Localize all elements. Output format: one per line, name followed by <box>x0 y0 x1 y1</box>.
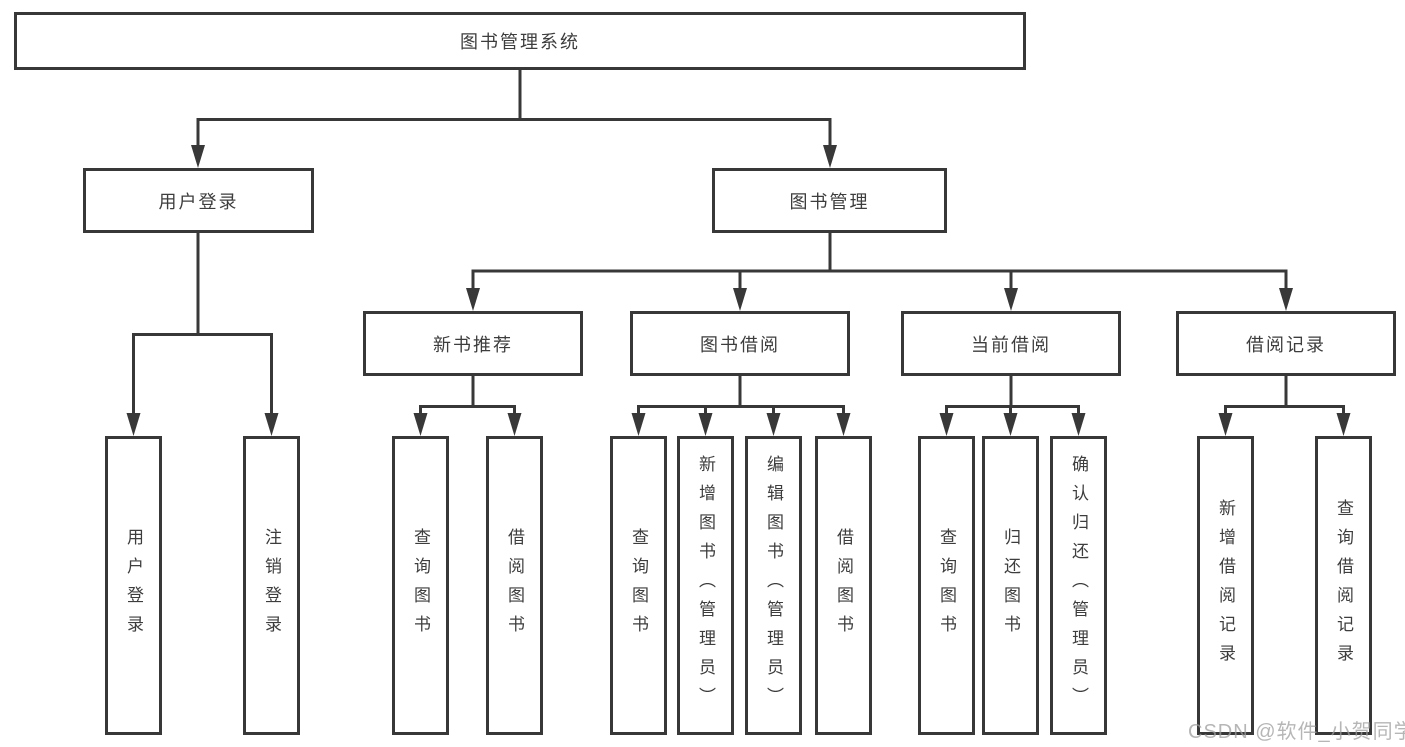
node-label: 借阅图书 <box>834 527 853 644</box>
leaf-return-books: 归还图书 <box>982 436 1039 735</box>
connector-recommend-to-leaves <box>413 376 522 436</box>
leaf-query-books-recommend: 查询图书 <box>392 436 449 735</box>
node-label: 借阅图书 <box>505 527 524 644</box>
node-label: 查询图书 <box>411 527 430 644</box>
node-new-book-recommendation: 新书推荐 <box>363 311 583 376</box>
leaf-query-books-current: 查询图书 <box>918 436 975 735</box>
node-label: 查询图书 <box>937 527 956 644</box>
leaf-query-borrow-record: 查询借阅记录 <box>1315 436 1372 735</box>
leaf-logout: 注销登录 <box>243 436 300 735</box>
leaf-add-books-admin: 新增图书（管理员） <box>677 436 734 735</box>
node-label: 注销登录 <box>262 527 281 644</box>
node-label: 图书管理系统 <box>460 32 580 52</box>
node-label: 借阅记录 <box>1246 334 1326 355</box>
leaf-borrow-books-recommend: 借阅图书 <box>486 436 543 735</box>
node-label: 编辑图书（管理员） <box>764 455 783 716</box>
leaf-user-login: 用户登录 <box>105 436 162 735</box>
leaf-query-books-borrowing: 查询图书 <box>610 436 667 735</box>
node-label: 用户登录 <box>158 191 239 212</box>
node-current-borrowing: 当前借阅 <box>901 311 1121 376</box>
connector-root-to-level2 <box>191 70 837 168</box>
node-label: 查询借阅记录 <box>1334 498 1353 673</box>
node-book-management: 图书管理 <box>712 168 947 233</box>
connector-login-to-leaves <box>126 233 279 436</box>
node-borrowing-records: 借阅记录 <box>1176 311 1396 376</box>
watermark: CSDN @软件_小贺同学 <box>1188 721 1405 743</box>
leaf-borrow-books: 借阅图书 <box>815 436 872 735</box>
connector-records-to-leaves <box>1218 376 1351 436</box>
leaf-confirm-return-admin: 确认归还（管理员） <box>1050 436 1107 735</box>
connector-current-to-leaves <box>939 376 1086 436</box>
node-user-login: 用户登录 <box>83 168 314 233</box>
node-label: 归还图书 <box>1001 527 1020 644</box>
node-label: 查询图书 <box>629 527 648 644</box>
node-library-management-system: 图书管理系统 <box>14 12 1026 70</box>
connector-management-to-level3 <box>466 233 1293 311</box>
node-label: 图书借阅 <box>700 334 780 355</box>
leaf-add-borrow-record: 新增借阅记录 <box>1197 436 1254 735</box>
connector-borrowing-to-leaves <box>631 376 851 436</box>
node-label: 新书推荐 <box>433 334 513 355</box>
leaf-edit-books-admin: 编辑图书（管理员） <box>745 436 802 735</box>
node-label: 确认归还（管理员） <box>1069 455 1088 716</box>
node-label: 当前借阅 <box>971 334 1051 355</box>
node-label: 新增借阅记录 <box>1216 498 1235 673</box>
node-label: 新增图书（管理员） <box>696 455 715 716</box>
node-book-borrowing: 图书借阅 <box>630 311 850 376</box>
node-label: 图书管理 <box>789 191 870 212</box>
node-label: 用户登录 <box>124 527 143 644</box>
